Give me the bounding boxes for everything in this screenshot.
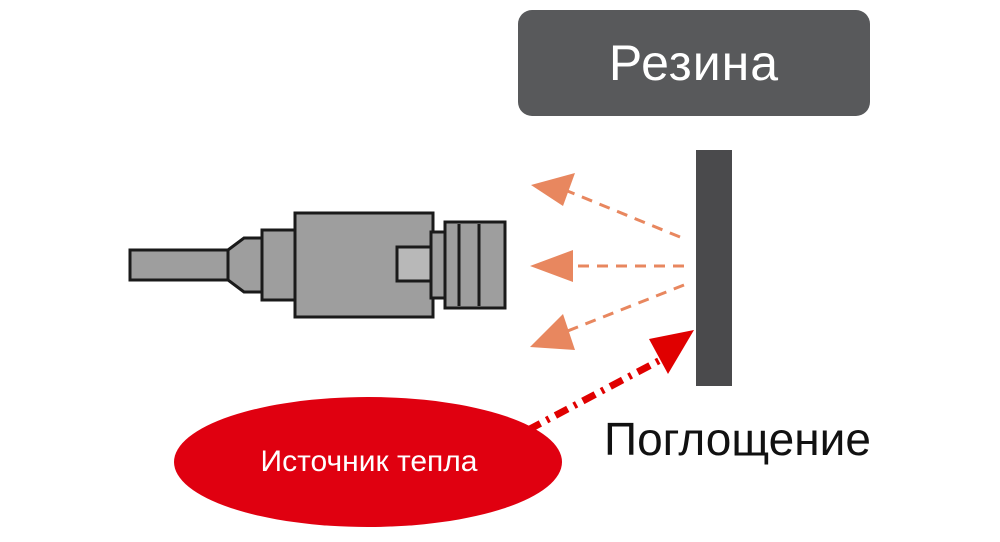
reflected-rays [564,188,685,334]
infrared-sensor-icon [226,211,507,319]
dash-dot-arrow-icon [649,330,694,374]
dashed-arrow-left-icon [531,173,575,206]
heat-source-label-box: Источник тепла [175,397,563,527]
material-label: Резина [608,35,780,91]
absorption-label: Поглощение [604,413,871,465]
heat-source-label: Источник тепла [260,445,478,478]
heat-source-ellipse [174,397,562,527]
dashed-arrow-left-icon [530,314,575,350]
material-label-box: Резина [518,10,870,116]
dashed-arrow-left-icon [530,250,573,282]
sensor-cable [128,248,232,282]
rubber-plate [696,150,732,386]
heat-ray [526,353,668,434]
